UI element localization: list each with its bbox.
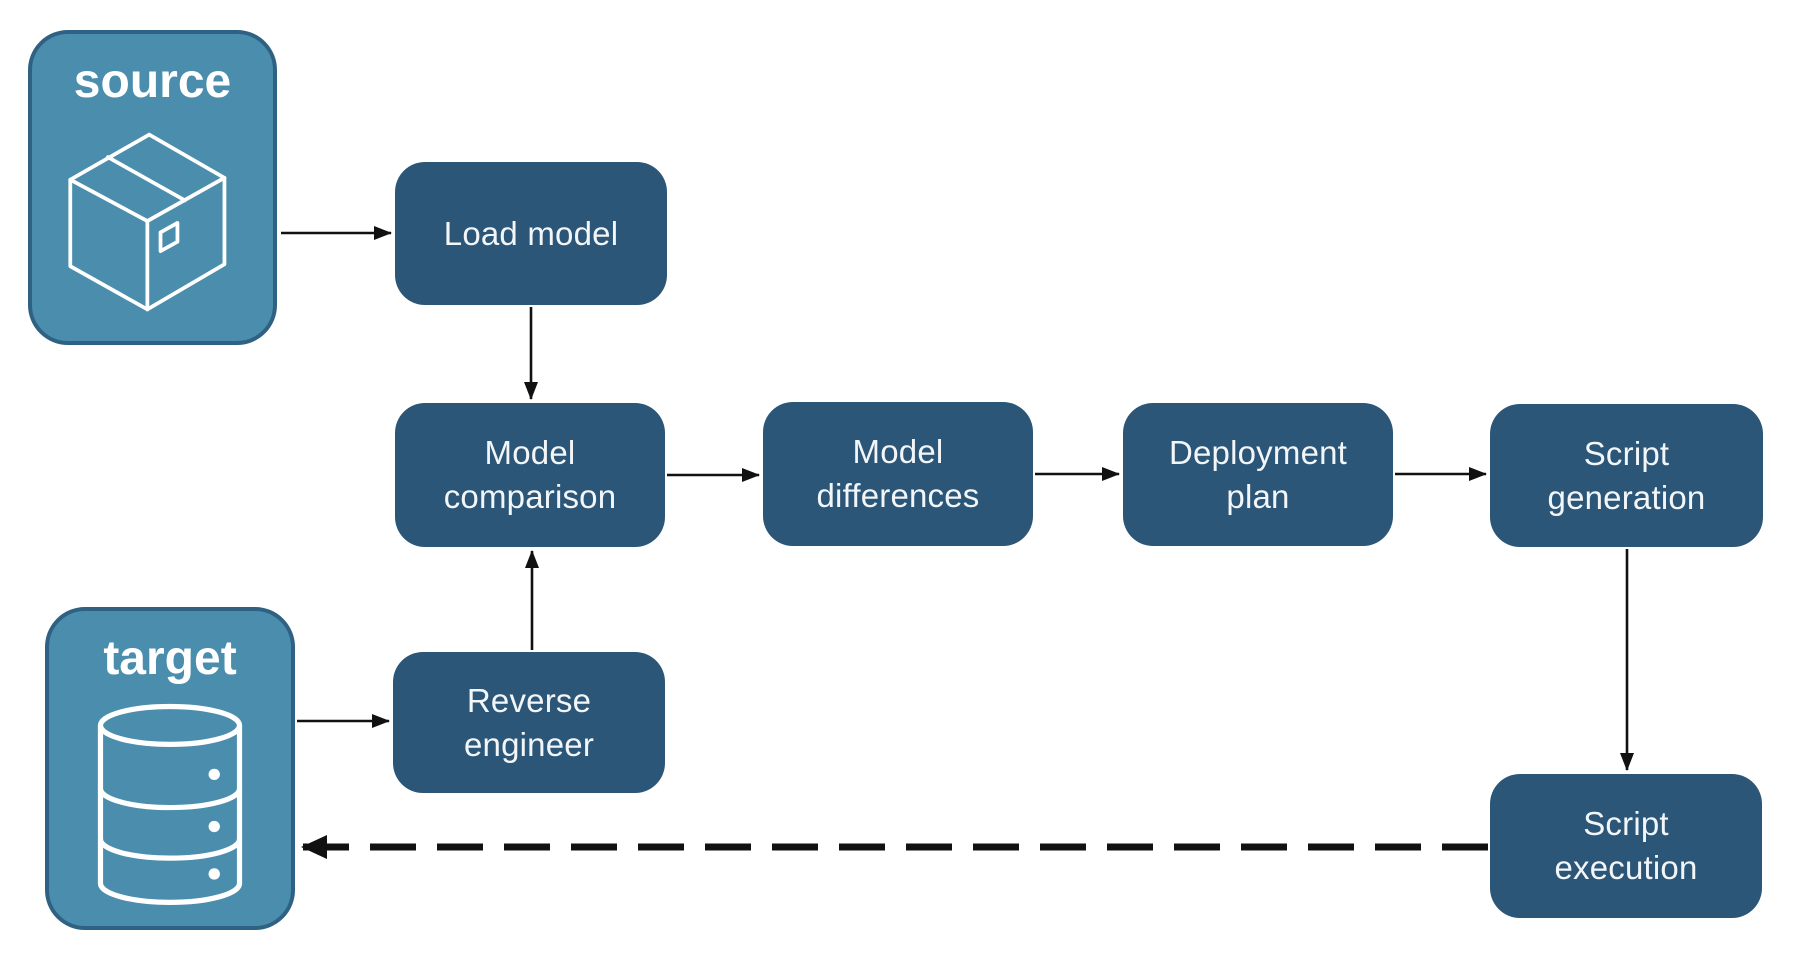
endpoint-target: target bbox=[45, 607, 295, 930]
node-label-line: Load model bbox=[443, 214, 619, 252]
node-label-line: generation bbox=[1547, 478, 1706, 516]
node-model-comparison: Model comparison bbox=[395, 403, 665, 547]
node-label-line: plan bbox=[1226, 477, 1290, 515]
source-label: source bbox=[73, 55, 232, 108]
node-deployment-plan: Deployment plan bbox=[1123, 403, 1393, 546]
target-label: target bbox=[103, 632, 237, 685]
endpoint-source: source bbox=[28, 30, 277, 345]
node-label-line: comparison bbox=[443, 478, 617, 515]
node-label-line: Reverse bbox=[466, 681, 592, 719]
node-script-execution: Script execution bbox=[1490, 774, 1762, 918]
node-label-line: execution bbox=[1554, 849, 1698, 886]
database-icon bbox=[91, 700, 249, 912]
package-icon bbox=[59, 123, 247, 321]
node-label-line: Script bbox=[1583, 805, 1669, 842]
node-script-generation: Script generation bbox=[1490, 404, 1763, 547]
node-label-line: Deployment bbox=[1168, 433, 1348, 471]
node-reverse-engineer: Reverse engineer bbox=[393, 652, 665, 793]
node-load-model: Load model bbox=[395, 162, 667, 305]
node-label-line: differences bbox=[816, 477, 980, 514]
node-label-line: Model bbox=[484, 434, 576, 471]
node-label-line: engineer bbox=[463, 725, 595, 763]
node-label-line: Model bbox=[852, 433, 944, 470]
node-model-differences: Model differences bbox=[763, 402, 1033, 546]
node-label-line: Script bbox=[1583, 434, 1670, 472]
